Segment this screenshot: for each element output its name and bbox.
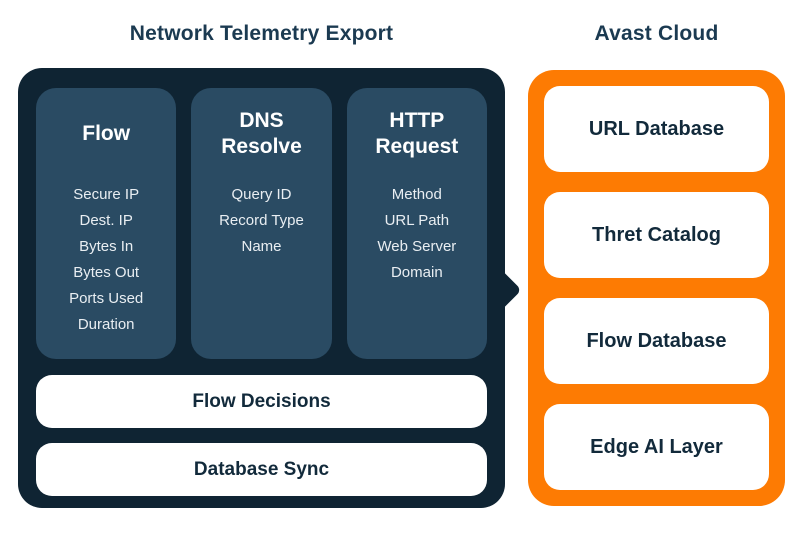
- column-item: Name: [241, 238, 282, 255]
- column-item: Record Type: [219, 212, 304, 229]
- right-panel-title: Avast Cloud: [594, 22, 719, 45]
- column-item: Bytes Out: [73, 264, 140, 281]
- column-item: Secure IP: [73, 186, 140, 203]
- column-flow-items: Secure IP Dest. IP Bytes In Bytes Out Po…: [44, 182, 168, 338]
- box-url-database: URL Database: [544, 86, 769, 172]
- column-dns-resolve-title: DNS Resolve: [221, 108, 302, 158]
- column-dns-resolve-items: Query ID Record Type Name: [199, 182, 323, 260]
- column-item: Method: [391, 186, 442, 203]
- column-flow: Flow Secure IP Dest. IP Bytes In Bytes O…: [36, 88, 177, 359]
- avast-cloud-panel: URL Database Thret Catalog Flow Database…: [528, 70, 785, 506]
- column-http-request: HTTP Request Method URL Path Web Server …: [346, 88, 487, 359]
- column-item: Ports Used: [69, 290, 144, 307]
- box-thret-catalog: Thret Catalog: [544, 192, 769, 278]
- column-item: Bytes In: [79, 238, 134, 255]
- column-flow-title: Flow: [82, 121, 131, 145]
- bar-flow-decisions: Flow Decisions: [36, 375, 487, 428]
- column-item: Dest. IP: [79, 212, 133, 229]
- box-edge-ai-layer: Edge AI Layer: [544, 404, 769, 490]
- column-item: URL Path: [384, 212, 450, 229]
- column-http-request-items: Method URL Path Web Server Domain: [355, 182, 479, 286]
- telemetry-export-panel: Flow Secure IP Dest. IP Bytes In Bytes O…: [18, 68, 505, 508]
- box-flow-database: Flow Database: [544, 298, 769, 384]
- column-item: Web Server Domain: [377, 238, 457, 281]
- column-item: Query ID: [231, 186, 292, 203]
- left-panel-title: Network Telemetry Export: [129, 22, 394, 45]
- column-http-request-title: HTTP Request: [375, 108, 459, 158]
- column-dns-resolve: DNS Resolve Query ID Record Type Name: [191, 88, 332, 359]
- telemetry-columns: Flow Secure IP Dest. IP Bytes In Bytes O…: [36, 88, 487, 359]
- bar-database-sync: Database Sync: [36, 443, 487, 496]
- column-item: Duration: [77, 316, 135, 333]
